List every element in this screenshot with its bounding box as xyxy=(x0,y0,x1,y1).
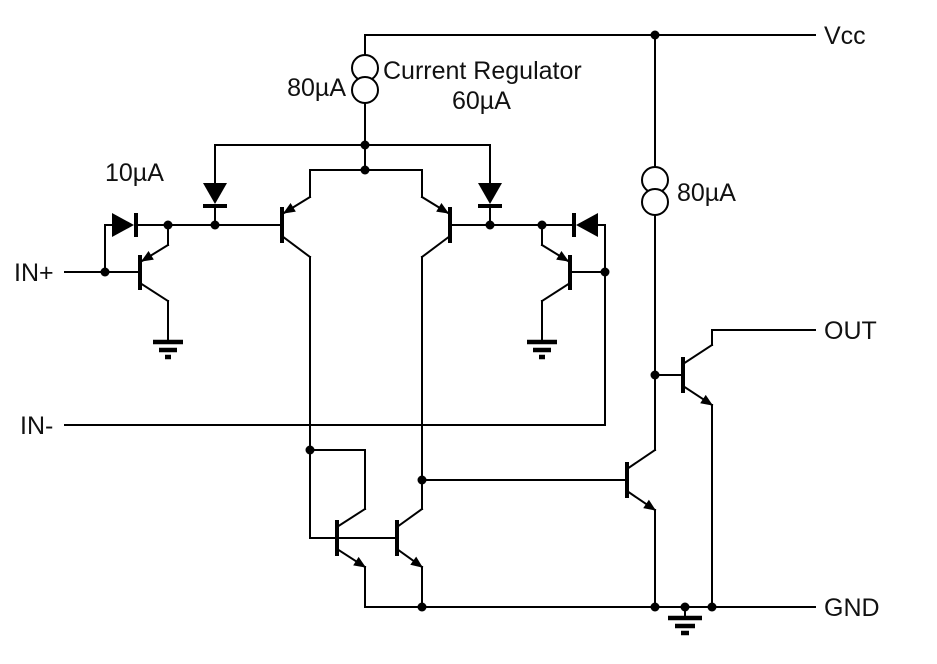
in-minus-label: IN- xyxy=(20,412,53,440)
regulator-output-current-label: 60µA xyxy=(452,87,511,115)
bias-feed-wires xyxy=(214,144,491,184)
current-regulator-label: Current Regulator xyxy=(383,57,582,85)
input-diode-inminus xyxy=(572,213,606,237)
input-diode-current-label: 10µA xyxy=(105,159,164,187)
bias-diode-left xyxy=(203,183,227,226)
current-source-output-symbol xyxy=(641,34,669,451)
pnp-transistor-q3 xyxy=(420,195,575,259)
ground-symbol-bottom xyxy=(668,606,702,636)
in-plus-wire xyxy=(64,224,141,273)
npn-transistor-mirror-left xyxy=(335,449,367,608)
current-mirror xyxy=(309,256,424,608)
in-plus-label: IN+ xyxy=(14,259,54,287)
ground-symbol-middle xyxy=(527,339,557,360)
pnp-transistor-q1 xyxy=(138,224,170,343)
in-minus-wire xyxy=(64,224,606,426)
npn-transistor-mirror-right xyxy=(395,256,424,608)
out-label: OUT xyxy=(824,317,877,345)
vcc-label: Vcc xyxy=(824,22,866,50)
pnp-transistor-q4 xyxy=(540,224,606,343)
output-current-source-label: 80µA xyxy=(677,179,736,207)
npn-transistor-q8 xyxy=(421,448,657,608)
bias-diode-right xyxy=(478,183,502,226)
pnp-transistor-q2 xyxy=(135,195,312,259)
junction-dots xyxy=(100,30,717,612)
input-diode-inplus xyxy=(104,213,138,237)
npn-transistor-q7 xyxy=(654,329,714,608)
ground-symbol-left xyxy=(153,339,183,360)
current-source-regulator-symbol xyxy=(351,34,379,171)
gnd-label: GND xyxy=(824,594,880,622)
regulator-input-current-label: 80µA xyxy=(287,74,346,102)
